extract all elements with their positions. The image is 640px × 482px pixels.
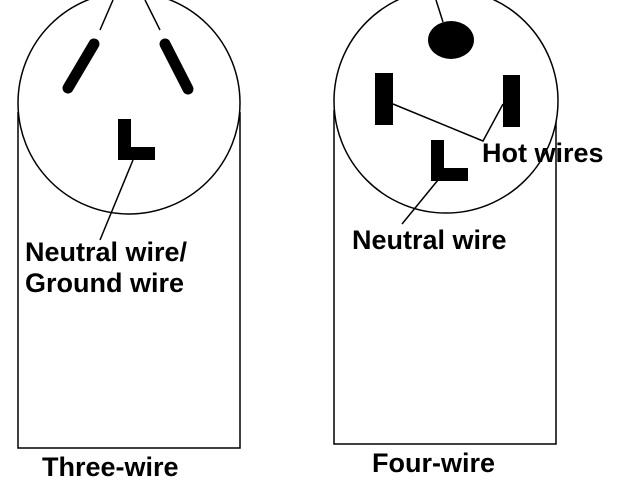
three-wire-neutral-pointer (99, 159, 134, 241)
neutral-wire-label: Neutral wire (352, 225, 507, 255)
four-wire-hot-slot-right (503, 75, 520, 127)
three-wire-top-wire-left (99, 0, 114, 31)
hot-wires-label: Hot wires (482, 138, 604, 168)
three-wire-hot-slot-right (159, 38, 194, 95)
ground-wire-text: Ground wire (25, 268, 185, 298)
three-wire-hot-slot-left (62, 38, 100, 94)
three-wire-receptacle (17, 0, 241, 449)
four-wire-pointers (392, 103, 504, 225)
four-wire-caption: Four-wire (372, 448, 496, 478)
neutral-wire-slash-text: Neutral wire/ (25, 237, 188, 267)
three-wire-caption: Three-wire (42, 452, 179, 482)
neutral-wire-pointer (401, 179, 439, 225)
four-wire-neutral-slot (431, 140, 468, 181)
three-wire-outlet-face (17, 0, 241, 215)
four-wire-ground-slot (428, 21, 474, 59)
neutral-ground-wire-label: Neutral wire/ Ground wire (25, 237, 187, 299)
four-wire-outlet-outline (333, 110, 557, 445)
hot-wires-pointer (392, 103, 504, 142)
four-wire-outlet-face (333, 0, 559, 214)
three-wire-outlet-outline (17, 112, 241, 449)
three-wire-neutral-slot (118, 119, 155, 160)
three-wire-slots (62, 38, 194, 95)
four-wire-receptacle (333, 0, 559, 445)
three-wire-top-wire-right (144, 0, 161, 31)
four-wire-hot-slot-left (375, 73, 393, 125)
four-wire-top-wire (435, 0, 444, 23)
